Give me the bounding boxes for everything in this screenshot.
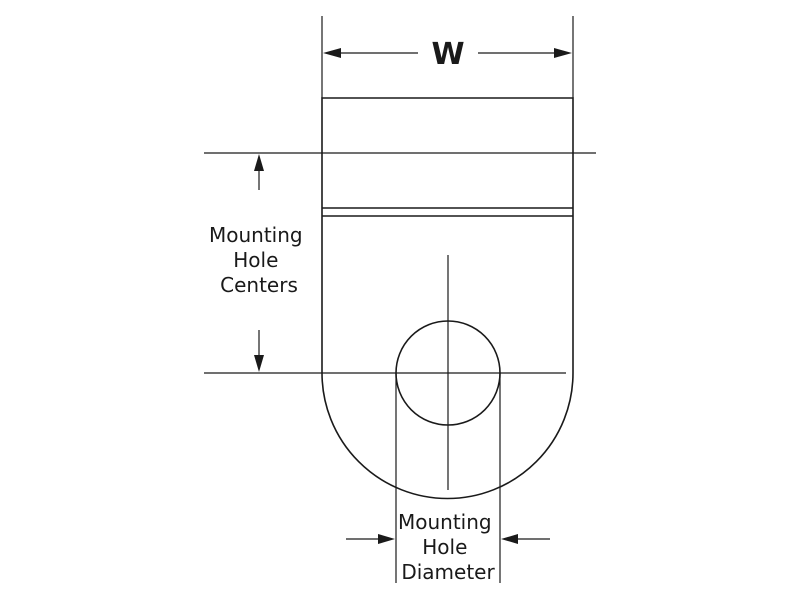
width-arrow-left [323,48,341,58]
diameter-arrow-left [378,534,395,544]
mounting-hole-centers-label: Mounting Hole Centers [209,223,309,297]
centers-arrow-up [254,154,264,171]
centers-arrow-down [254,355,264,372]
mounting-hole-diameter-label: Mounting Hole Diameter [398,510,498,584]
width-label: W [431,37,464,72]
diameter-arrow-right [501,534,518,544]
width-arrow-right [554,48,572,58]
clamp-body-outline [321,97,574,500]
